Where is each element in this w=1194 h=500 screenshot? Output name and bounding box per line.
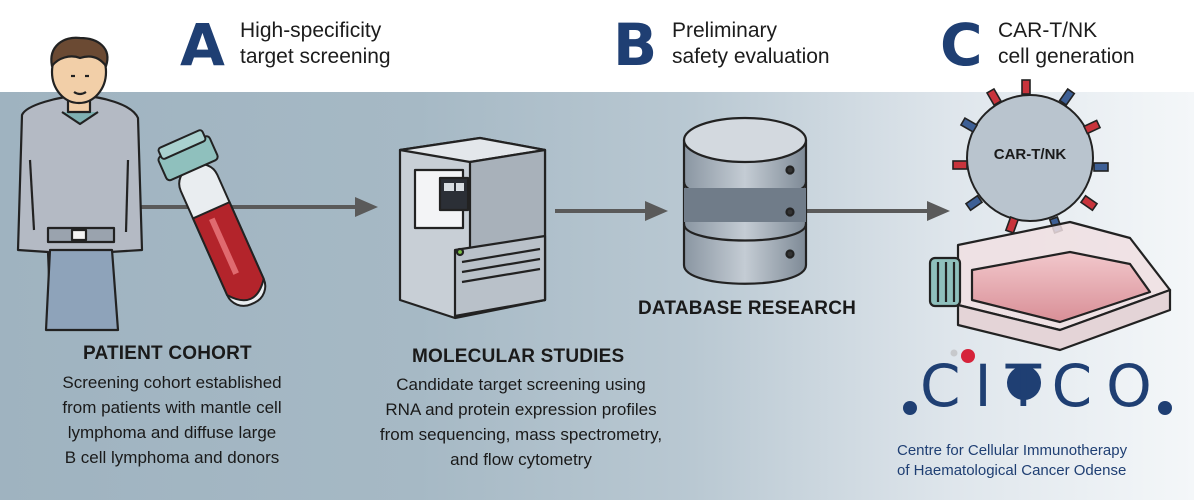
blood-tube-icon — [157, 129, 267, 307]
step-c-title: CAR-T/NK cell generation — [998, 19, 1135, 68]
car-t-cell-label: CAR-T/NK — [993, 146, 1067, 163]
citco-tagline: Centre for Cellular Immunotherapy of Hae… — [897, 442, 1128, 479]
culture-flask-icon — [928, 220, 1172, 352]
patient-cohort-description: Screening cohort established from patien… — [62, 373, 282, 467]
step-a-title: High-specificity target screening — [240, 19, 391, 68]
step-b-letter: B — [613, 11, 658, 79]
patient-cohort-heading: PATIENT COHORT — [83, 343, 252, 364]
logo-mark — [903, 349, 1172, 415]
step-c-letter: C — [940, 11, 983, 79]
patient-figure — [16, 36, 144, 332]
database-icon — [682, 116, 808, 285]
molecular-studies-heading: MOLECULAR STUDIES — [412, 346, 625, 367]
arrow-icon — [140, 197, 378, 217]
step-a-letter: A — [180, 11, 225, 79]
molecular-studies-description: Candidate target screening using RNA and… — [379, 375, 663, 469]
arrow-icon — [805, 201, 950, 221]
database-research-heading: DATABASE RESEARCH — [638, 298, 857, 319]
arrow-icon — [555, 201, 668, 221]
step-b-title: Preliminary safety evaluation — [672, 19, 830, 68]
citco-logo: CITCO — [920, 352, 1166, 420]
sequencer-icon — [398, 136, 547, 320]
car-t-cell-icon — [952, 79, 1109, 234]
